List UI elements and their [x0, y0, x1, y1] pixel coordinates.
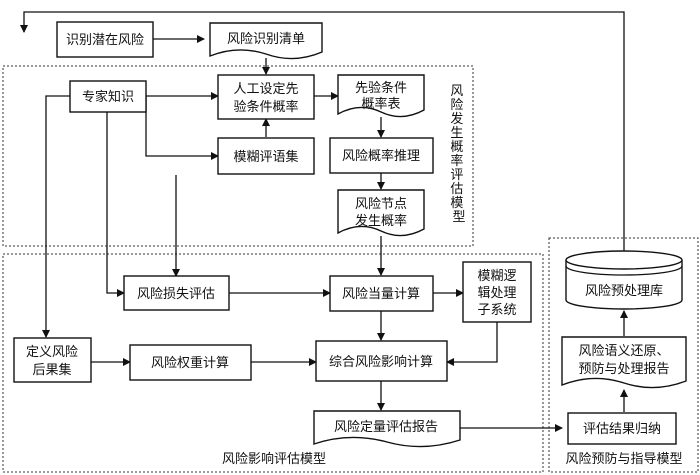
risk-list-label: 风险识别清单	[227, 32, 305, 47]
prior-table-label-2: 概率表	[361, 96, 400, 112]
define-consequence-box	[13, 337, 92, 383]
impact-model-frame	[2, 253, 544, 473]
pre-db-cylinder	[565, 250, 683, 310]
expert-knowledge-label: 专家知识	[82, 89, 134, 105]
fuzzy-set-box	[217, 137, 315, 175]
prior-table-doc	[337, 74, 425, 118]
pre-db-label: 风险预处理库	[585, 283, 663, 299]
equiv-calc-box	[329, 275, 434, 312]
set-prior-box	[217, 74, 315, 120]
weight-calc-box	[129, 344, 252, 381]
prior-table-label-1: 先验条件	[355, 80, 407, 96]
edge-db-feedback	[20, 11, 625, 253]
risk-prob-inference-label: 风险概率推理	[342, 148, 420, 164]
quant-report-doc	[313, 410, 461, 448]
semantic-report-doc	[561, 336, 687, 389]
fuzzy-set-label: 模糊评语集	[233, 149, 298, 165]
define-consequence-label-2: 后果集	[32, 362, 71, 378]
edge-expert-to-fuzzy	[145, 96, 219, 160]
node-prob-label-1: 风险节点	[355, 197, 407, 212]
prevention-model-label: 风险预防与指导模型	[565, 451, 682, 467]
risk-list-doc	[209, 22, 323, 60]
semantic-report-label-2: 预防与处理报告	[578, 361, 669, 377]
semantic-report-label-1: 风险语义还原、	[578, 344, 669, 359]
loss-eval-box	[123, 275, 230, 311]
quant-report-label: 风险定量评估报告	[334, 420, 438, 435]
fuzzy-logic-label-2: 辑处理	[477, 286, 516, 301]
node-prob-label-2: 发生概率	[355, 213, 407, 229]
expert-knowledge-box	[69, 80, 147, 113]
set-prior-label-1: 人工设定先	[233, 82, 298, 97]
edge-expert-to-consequence	[42, 95, 70, 338]
probability-model-frame	[2, 65, 474, 247]
edge-expert-to-loss	[106, 112, 125, 297]
fuzzy-logic-label-1: 模糊逻	[477, 268, 516, 284]
identify-risk-box	[56, 21, 154, 58]
result-summary-label: 评估结果归纳	[583, 422, 661, 437]
equiv-calc-label: 风险当量计算	[342, 287, 420, 302]
result-summary-box	[567, 412, 677, 445]
risk-prob-inference-box	[329, 137, 434, 174]
probability-model-label: 风 险 发 生 概 率 评 估 模 型	[450, 84, 467, 225]
fuzzy-logic-box	[462, 261, 532, 323]
set-prior-label-2: 验条件概率	[233, 99, 298, 115]
impact-calc-box	[315, 340, 448, 382]
impact-calc-label: 综合风险影响计算	[329, 354, 433, 370]
fuzzy-logic-label-3: 子系统	[477, 303, 516, 318]
loss-eval-label: 风险损失评估	[137, 287, 215, 302]
prevention-model-frame	[548, 237, 699, 473]
node-prob-doc	[337, 189, 425, 237]
weight-calc-label: 风险权重计算	[151, 355, 229, 371]
impact-model-label: 风险影响评估模型	[222, 451, 326, 467]
identify-risk-label: 识别潜在风险	[66, 33, 144, 48]
edge-fuzzylogic-to-impact	[446, 322, 498, 366]
define-consequence-label-1: 定义风险	[26, 345, 78, 360]
